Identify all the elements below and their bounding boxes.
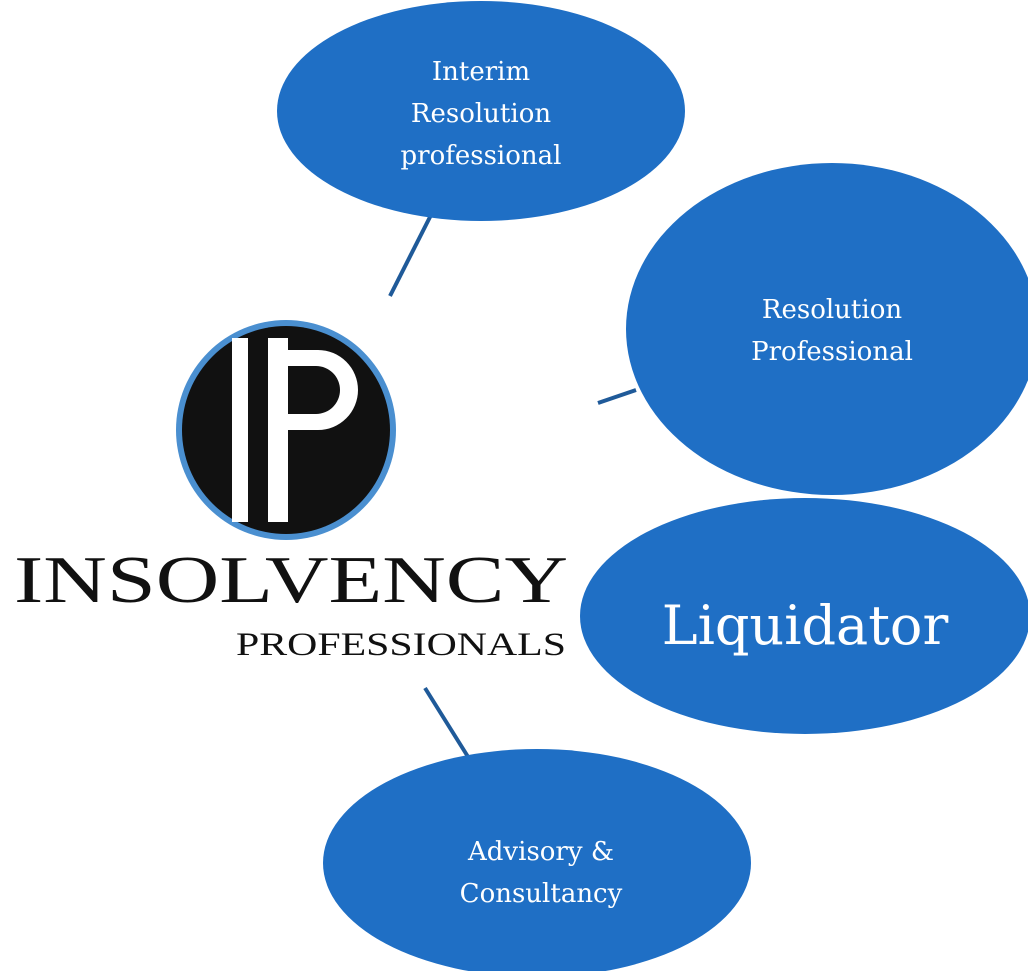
node-resolution-professional: Resolution Professional: [626, 163, 1028, 495]
node-liquidator-label: Liquidator: [662, 594, 949, 657]
node-interim-shape: [277, 1, 685, 221]
node-resolution-label-line-2: Professional: [751, 337, 913, 367]
logo-letter-p-bowl: [288, 350, 358, 430]
logo-word: INSOLVENCY: [14, 543, 568, 617]
node-interim-label-line-2: Resolution: [411, 99, 551, 129]
node-interim-label-line-1: Interim: [432, 57, 530, 87]
logo-subword: PROFESSIONALS: [236, 627, 566, 663]
node-advisory-shape: [323, 749, 751, 971]
node-resolution-shape: [626, 163, 1028, 495]
node-resolution-label-line-1: Resolution: [762, 295, 902, 325]
logo-letter-i: [232, 338, 248, 522]
connector-resolution: [597, 388, 637, 405]
node-advisory-label-line-2: Consultancy: [460, 879, 623, 909]
node-advisory-label-line-1: Advisory &: [467, 837, 614, 867]
logo-letter-p-stem: [268, 338, 288, 522]
node-liquidator-shape: [580, 498, 1028, 734]
node-advisory-consultancy: Advisory & Consultancy: [323, 749, 751, 971]
connector-advisory: [423, 686, 472, 762]
node-interim-resolution-professional: Interim Resolution professional: [277, 1, 685, 221]
node-interim-label-line-3: professional: [401, 141, 562, 171]
connector-interim: [388, 214, 433, 297]
insolvency-professionals-logo: INSOLVENCY PROFESSIONALS: [14, 320, 568, 663]
node-liquidator: Liquidator: [580, 498, 1028, 734]
